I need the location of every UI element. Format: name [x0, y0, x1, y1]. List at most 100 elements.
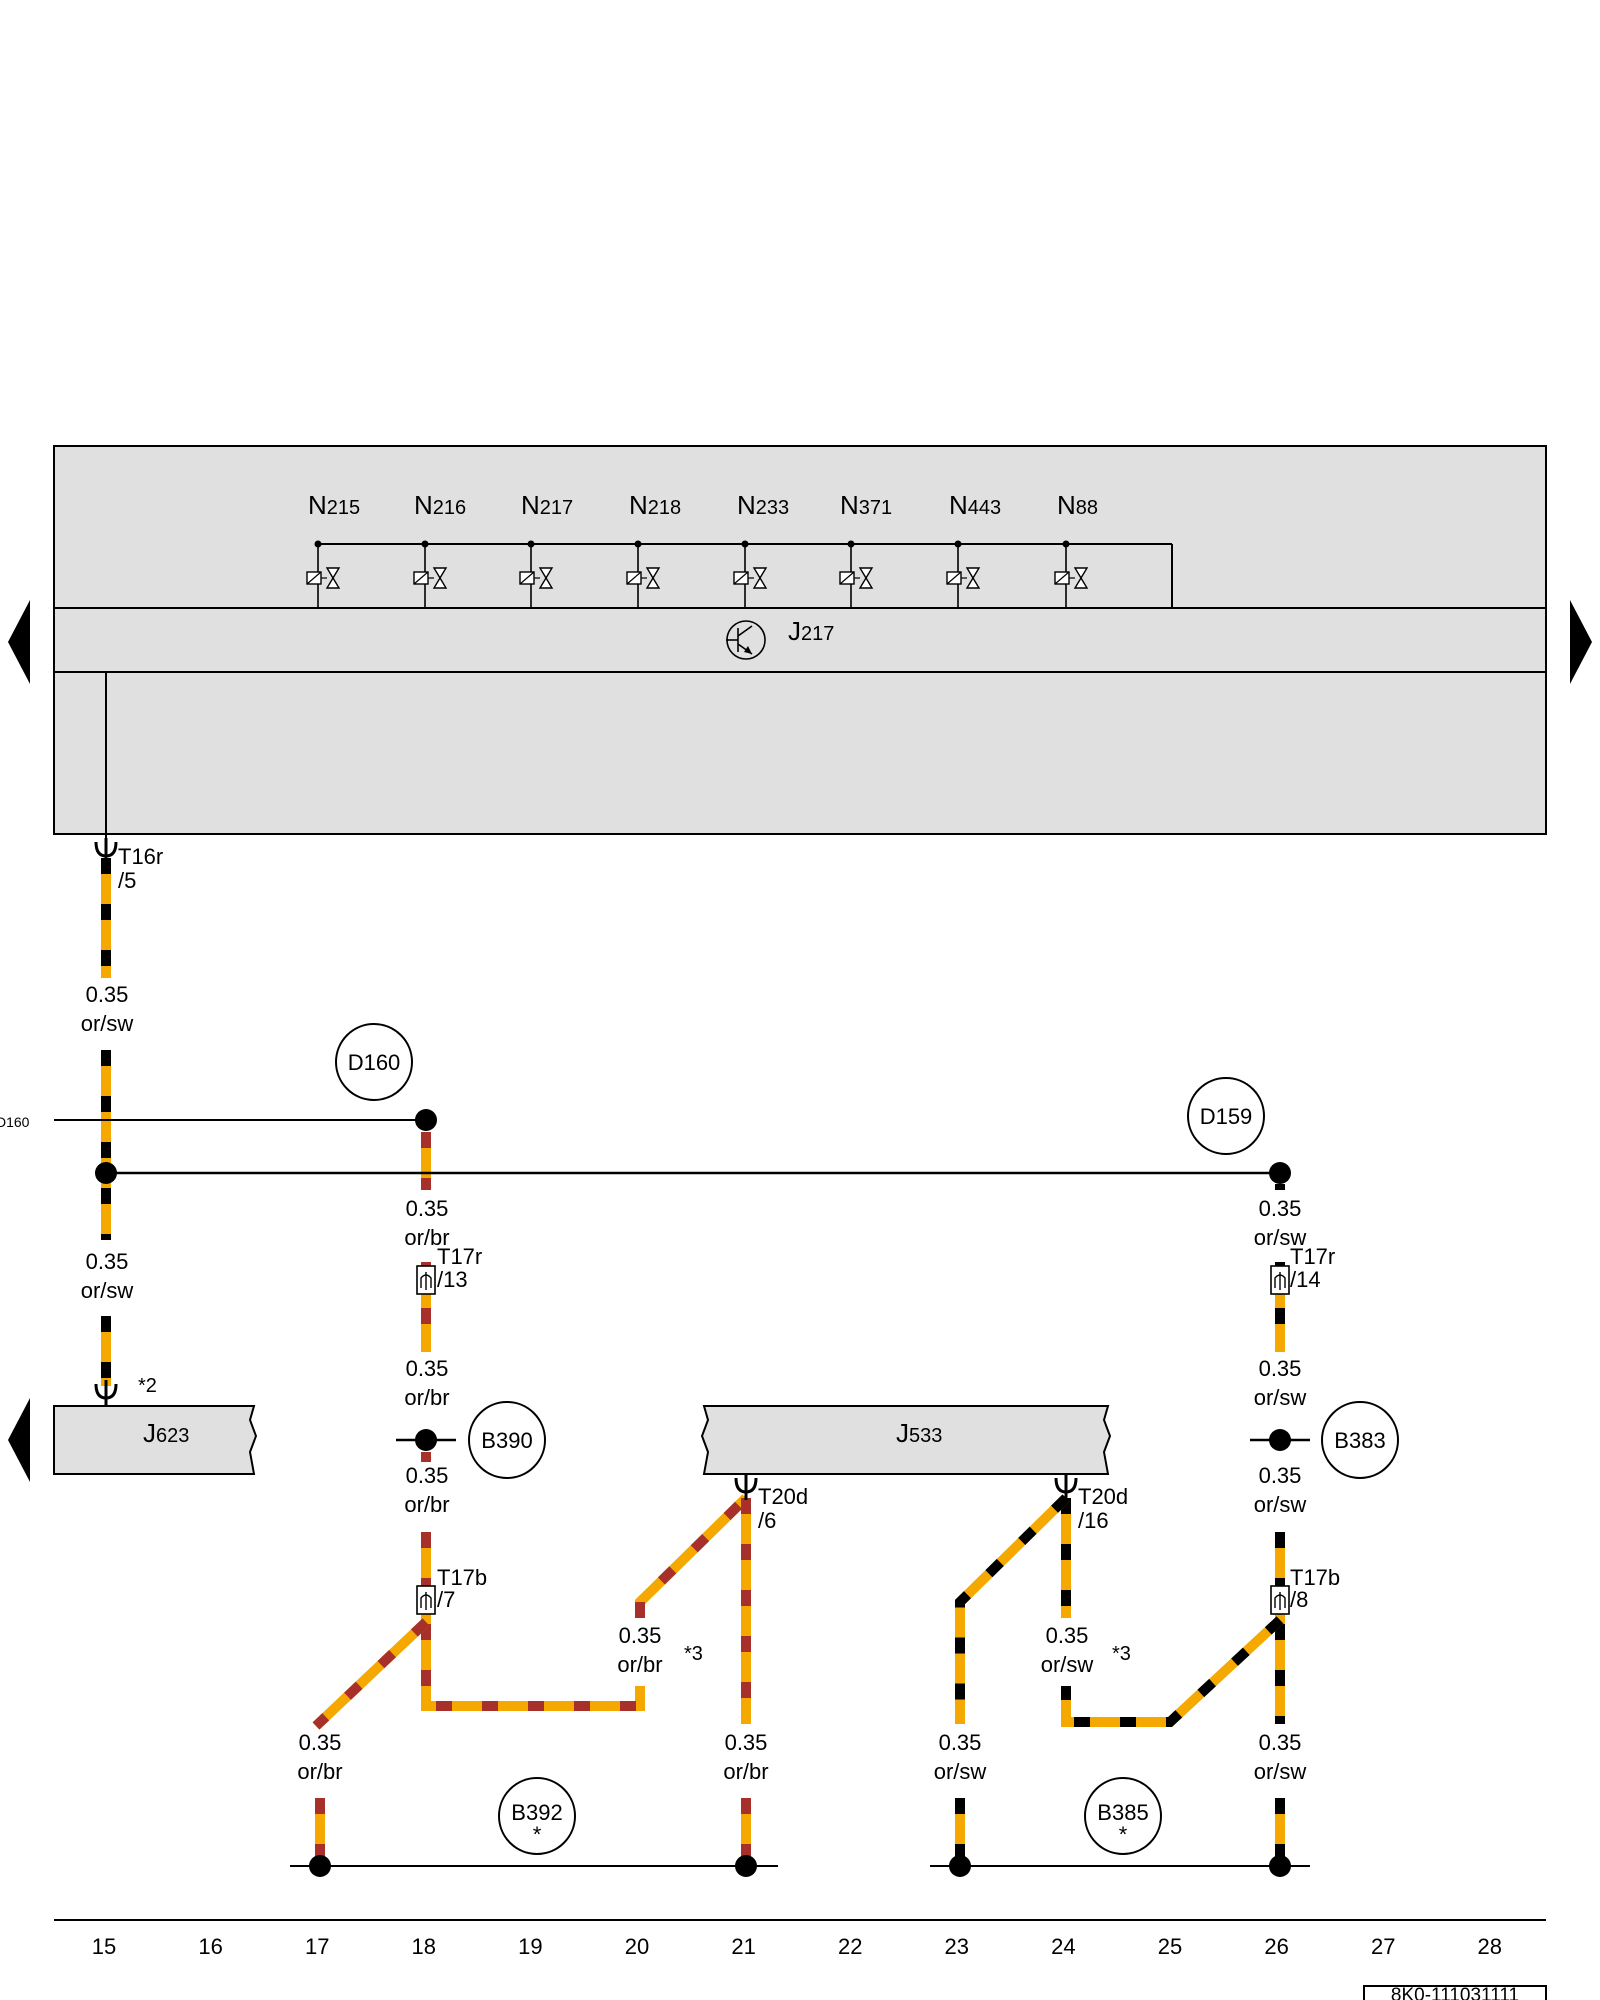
- valve-n216: N216: [414, 490, 466, 520]
- wire-label-w2: 0.35 or/sw: [81, 1249, 134, 1303]
- point-star-b385: *: [1119, 1822, 1128, 1847]
- column-number: 15: [92, 1934, 116, 1959]
- connector-t17b8-pin: /8: [1290, 1587, 1308, 1612]
- solenoid-valve-icon: [946, 540, 981, 608]
- note-3a: *3: [684, 1643, 703, 1665]
- valve-label-n88: N88: [1057, 490, 1098, 520]
- point-label-b390: B390: [481, 1428, 532, 1453]
- column-number: 25: [1158, 1934, 1182, 1959]
- connector-t20d6-pin: /6: [758, 1508, 776, 1533]
- wire-base: [955, 1494, 1070, 1724]
- junction-dot: [95, 1162, 117, 1184]
- connector-pin-icon: [94, 838, 118, 864]
- module-j623[interactable]: J623: [53, 1405, 258, 1475]
- point-b383[interactable]: B383: [1321, 1401, 1399, 1479]
- module-j533[interactable]: J533: [700, 1405, 1112, 1475]
- connector-socket-icon: [1270, 1585, 1290, 1615]
- wire-stripe: [421, 1532, 645, 1711]
- wire-color: or/sw: [1254, 1385, 1307, 1410]
- point-d159[interactable]: D159: [1187, 1077, 1265, 1155]
- column-number: 20: [625, 1934, 649, 1959]
- connector-t17r14-pin: /14: [1290, 1267, 1321, 1292]
- junction-dot: [949, 1855, 971, 1877]
- wire-label-w12: 0.35 or/br: [723, 1730, 768, 1784]
- wires-group: [101, 858, 1285, 1858]
- point-b392[interactable]: B392 *: [498, 1777, 576, 1855]
- wire-size: 0.35: [406, 1196, 449, 1221]
- connector-pin-symbols: [94, 838, 1290, 1615]
- connector-t17r13-name: T17r: [437, 1244, 482, 1269]
- point-b385[interactable]: B385 *: [1084, 1777, 1162, 1855]
- arrow-right-top-icon[interactable]: [1570, 600, 1592, 684]
- wire-stripe: [955, 1494, 1070, 1724]
- wire-size: 0.35: [1259, 1196, 1302, 1221]
- connector-t17r13-pin: /13: [437, 1267, 468, 1292]
- wire-size: 0.35: [299, 1730, 342, 1755]
- transistor-icon: [726, 620, 766, 660]
- point-label-b392: B392: [511, 1800, 562, 1825]
- wire-size: 0.35: [1259, 1356, 1302, 1381]
- junction-dot: [309, 1855, 331, 1877]
- wire-label-w7: 0.35 or/sw: [1254, 1356, 1307, 1410]
- connector-t17b7-pin: /7: [437, 1587, 455, 1612]
- wire-label-w14: 0.35 or/sw: [1254, 1730, 1307, 1784]
- wire-size: 0.35: [725, 1730, 768, 1755]
- wire-stripe: [1061, 1616, 1284, 1727]
- wire-label-w9: 0.35 or/br: [617, 1623, 662, 1677]
- wire-base: [421, 1532, 645, 1711]
- connector-t17b7-name: T17b: [437, 1565, 487, 1590]
- point-star-b392: *: [533, 1822, 542, 1847]
- wire-label-w5: 0.35 or/br: [404, 1463, 449, 1517]
- valve-n371: N371: [840, 490, 892, 520]
- connector-t17r14-name: T17r: [1290, 1244, 1335, 1269]
- wire-color: or/sw: [1254, 1759, 1307, 1784]
- wire-size: 0.35: [619, 1623, 662, 1648]
- note-2: *2: [138, 1375, 157, 1397]
- wire-label-w6: 0.35 or/sw: [1254, 1196, 1307, 1250]
- valve-label-n218: N218: [629, 490, 681, 520]
- wire-size: 0.35: [86, 982, 129, 1007]
- column-number: 28: [1478, 1934, 1502, 1959]
- point-label-b385: B385: [1097, 1800, 1148, 1825]
- wire-color: or/sw: [81, 1278, 134, 1303]
- valve-label-n216: N216: [414, 490, 466, 520]
- connector-socket-icon: [416, 1585, 436, 1615]
- point-label-d160: D160: [348, 1050, 401, 1075]
- connector-socket-icon: [416, 1265, 436, 1295]
- wire-size: 0.35: [406, 1356, 449, 1381]
- wire-color: or/br: [617, 1652, 662, 1677]
- column-number: 26: [1264, 1934, 1288, 1959]
- solenoid-valve-icon: [1054, 540, 1089, 608]
- solenoid-valve-icon: [626, 540, 661, 608]
- note-3b: *3: [1112, 1643, 1131, 1665]
- control-unit-label-j217: J217: [788, 616, 834, 646]
- solenoid-valve-icon: [733, 540, 768, 608]
- column-number: 22: [838, 1934, 862, 1959]
- wire-color: or/sw: [934, 1759, 987, 1784]
- solenoid-valve-icon: [413, 540, 448, 608]
- connector-t20d16-pin: /16: [1078, 1508, 1109, 1533]
- wire-size: 0.35: [1259, 1730, 1302, 1755]
- column-number: 16: [198, 1934, 222, 1959]
- wire-size: 0.35: [406, 1463, 449, 1488]
- arrow-left-top-icon[interactable]: [8, 600, 30, 684]
- connector-pin-icon: [734, 1474, 758, 1500]
- solenoid-valve-icon: [306, 540, 341, 608]
- point-b390[interactable]: B390: [468, 1401, 546, 1479]
- point-d160[interactable]: D160: [335, 1023, 413, 1101]
- wire-color: or/sw: [1041, 1652, 1094, 1677]
- control-unit-panel: [53, 445, 1547, 835]
- point-label-b383: B383: [1334, 1428, 1385, 1453]
- wire-base: [1061, 1616, 1284, 1727]
- connector-t16r-pin: /5: [118, 868, 136, 893]
- junction-dot: [735, 1855, 757, 1877]
- connector-t20d6-name: T20d: [758, 1484, 808, 1509]
- wire-size: 0.35: [86, 1249, 129, 1274]
- arrow-left-bottom-icon[interactable]: [8, 1398, 30, 1482]
- wire-label-w1: 0.35 or/sw: [81, 982, 134, 1036]
- solenoid-valve-icon: [519, 540, 554, 608]
- wire-color: or/br: [404, 1385, 449, 1410]
- wire-size: 0.35: [939, 1730, 982, 1755]
- wire-label-w4: 0.35 or/br: [404, 1356, 449, 1410]
